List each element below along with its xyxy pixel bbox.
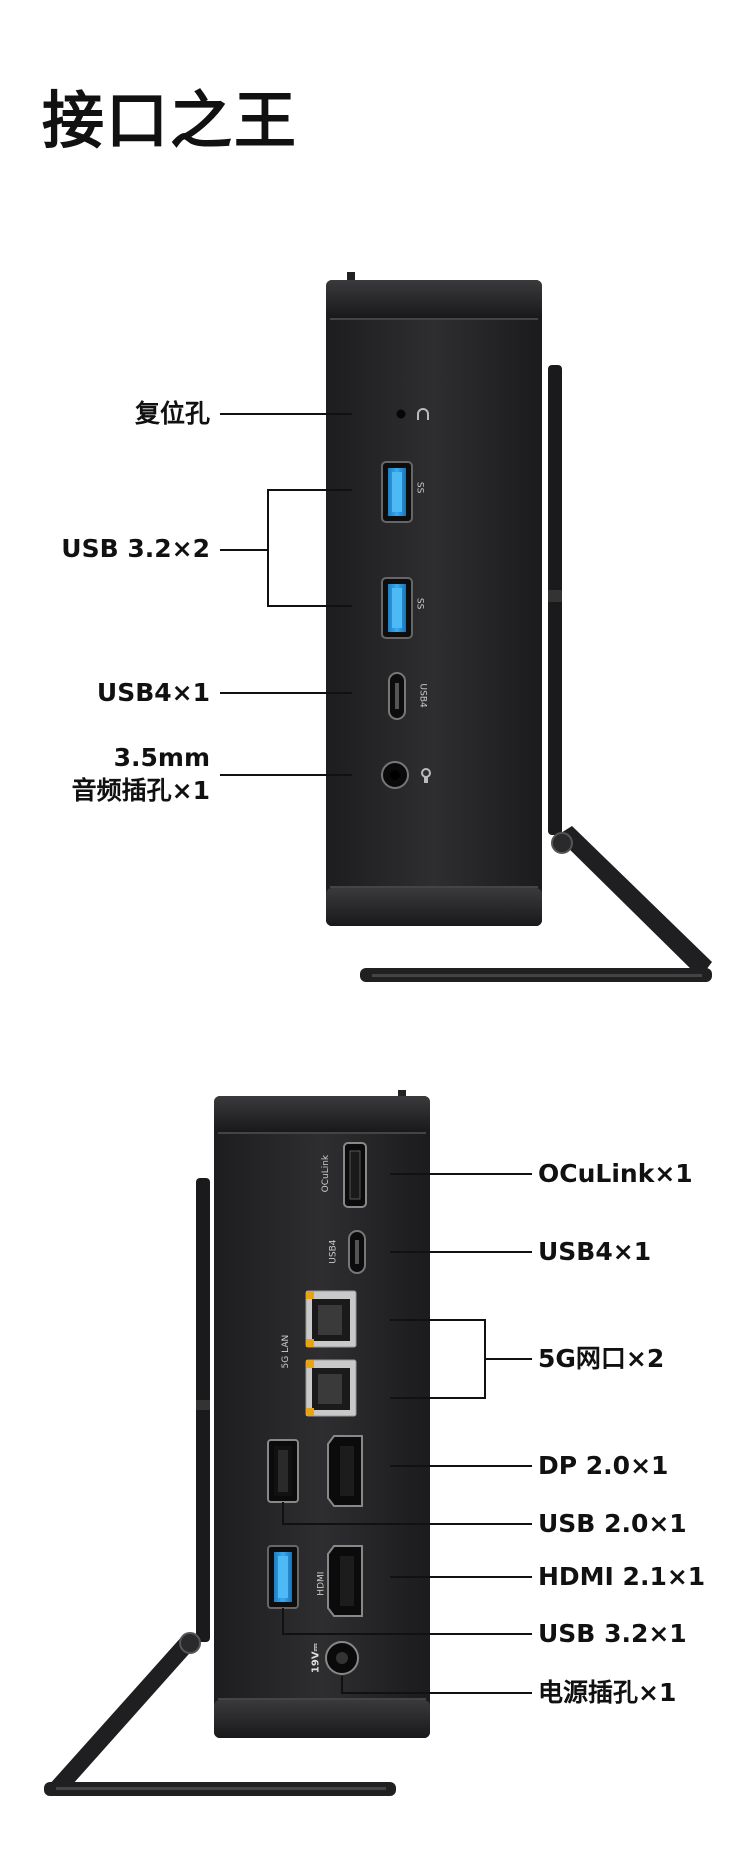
rear-usb32-port	[267, 1545, 299, 1609]
front-audio-jack	[381, 761, 431, 789]
rear-hdmi-port	[327, 1545, 363, 1617]
rear-usb20-port	[267, 1439, 299, 1503]
front-usb4-port	[388, 672, 406, 720]
rear-power-text: 19V⎓	[310, 1643, 322, 1674]
front-ss-text-1: SS	[414, 481, 425, 494]
rear-leader-lines	[282, 1173, 532, 1694]
front-leader-lines	[220, 413, 352, 776]
label-audio-line1: 3.5mm	[113, 743, 210, 772]
rear-lan-text: 5G LAN	[281, 1334, 292, 1369]
label-lan: 5G网口×2	[538, 1344, 665, 1373]
rear-stand	[44, 1178, 396, 1796]
front-usb4-text: USB4	[417, 683, 428, 708]
page-title: 接口之王	[42, 84, 299, 157]
label-dp: DP 2.0×1	[538, 1451, 669, 1480]
rear-hdmi-text: HDMI	[316, 1571, 327, 1596]
front-ss-text-2: SS	[414, 597, 425, 610]
rear-usb4-port	[348, 1230, 366, 1274]
label-oculink: OCuLink×1	[538, 1159, 693, 1188]
label-front-usb4: USB4×1	[96, 678, 210, 707]
front-usb32-port-1	[381, 461, 413, 523]
label-usb32x2: USB 3.2×2	[61, 534, 210, 563]
rear-oculink-text: OCuLink	[321, 1154, 332, 1193]
label-usb32: USB 3.2×1	[538, 1619, 687, 1648]
rear-power-jack	[325, 1641, 359, 1675]
rear-dp-port	[327, 1435, 363, 1507]
label-hdmi: HDMI 2.1×1	[538, 1562, 706, 1591]
front-device-body	[326, 272, 542, 926]
rear-usb4-text: USB4	[328, 1239, 339, 1264]
label-reset-hole: 复位孔	[134, 399, 210, 428]
front-usb32-port-2	[381, 577, 413, 639]
label-power: 电源插孔×1	[538, 1678, 677, 1707]
rear-lan-port-2	[305, 1359, 357, 1417]
front-reset-hole	[396, 408, 429, 420]
rear-oculink-port	[343, 1142, 367, 1208]
front-stand	[360, 365, 712, 982]
rear-lan-port-1	[305, 1290, 357, 1348]
label-usb20: USB 2.0×1	[538, 1509, 687, 1538]
label-rear-usb4: USB4×1	[538, 1237, 652, 1266]
label-audio-line2: 音频插孔×1	[71, 776, 210, 805]
